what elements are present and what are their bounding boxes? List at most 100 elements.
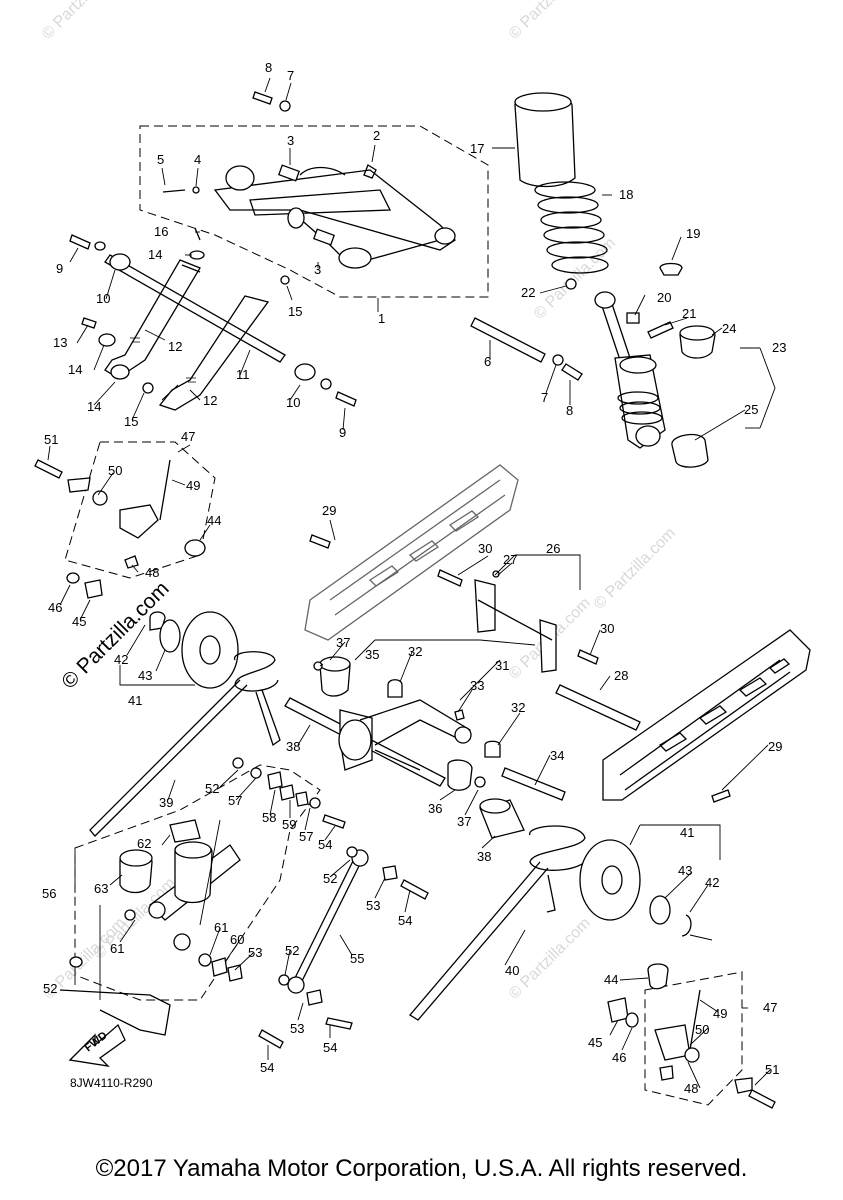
callout-50: 50	[108, 463, 122, 478]
callout-14: 14	[68, 362, 82, 377]
callout-49: 49	[186, 478, 200, 493]
callout-18: 18	[619, 187, 633, 202]
callout-59: 59	[282, 817, 296, 832]
callout-51b: 51	[765, 1062, 779, 1077]
callout-48b: 48	[684, 1081, 698, 1096]
watermark-text: © Partzilla.com	[591, 525, 679, 613]
callout-8b: 8	[566, 403, 573, 418]
callout-22: 22	[521, 285, 535, 300]
callout-24: 24	[722, 321, 736, 336]
torsion-spring-right	[409, 825, 589, 1021]
callout-12: 12	[168, 339, 182, 354]
callout-61: 61	[214, 920, 228, 935]
copyright-notice: ©2017 Yamaha Motor Corporation, U.S.A. A…	[95, 1155, 748, 1182]
callout-44b: 44	[604, 972, 618, 987]
watermark-main: © Partzilla.com	[57, 577, 173, 693]
shock-absorber	[514, 92, 776, 468]
callout-52b: 52	[323, 871, 337, 886]
callout-44: 44	[207, 513, 221, 528]
callout-53c: 53	[290, 1021, 304, 1036]
center-pivot-shaft	[284, 639, 566, 839]
callout-46b: 46	[612, 1050, 626, 1065]
watermark-text: © Partzilla.com	[506, 0, 594, 43]
diagram-code: 8JW4110-R290	[70, 1076, 153, 1090]
callout-37: 37	[336, 635, 350, 650]
callout-14b: 14	[87, 399, 101, 414]
callout-7: 7	[287, 68, 294, 83]
callout-45b: 45	[588, 1035, 602, 1050]
callout-38b: 38	[477, 849, 491, 864]
group-box-47	[64, 441, 216, 579]
callout-52: 52	[205, 781, 219, 796]
cross-shaft-assembly	[69, 227, 357, 411]
callout-2: 2	[373, 128, 380, 143]
callout-28: 28	[614, 668, 628, 683]
callout-32b: 32	[511, 700, 525, 715]
callout-13: 13	[53, 335, 67, 350]
group-box-56	[74, 764, 321, 1001]
idler-wheel-left	[119, 611, 239, 689]
callout-43: 43	[138, 668, 152, 683]
callout-54d: 54	[260, 1060, 274, 1075]
callout-6: 6	[484, 354, 491, 369]
callout-15b: 15	[288, 304, 302, 319]
callout-61b: 61	[110, 941, 124, 956]
callout-8: 8	[265, 60, 272, 75]
callout-40: 40	[505, 963, 519, 978]
callout-52c: 52	[285, 943, 299, 958]
callout-20: 20	[657, 290, 671, 305]
callout-7b: 7	[541, 390, 548, 405]
callout-63: 63	[94, 881, 108, 896]
callout-12b: 12	[203, 393, 217, 408]
callout-9: 9	[56, 261, 63, 276]
callout-47b: 47	[763, 1000, 777, 1015]
callout-33: 33	[470, 678, 484, 693]
callout-37b: 37	[457, 814, 471, 829]
rear-pivot-assembly	[607, 963, 776, 1109]
callout-31: 31	[495, 658, 509, 673]
callout-39: 39	[159, 795, 173, 810]
watermark-text: © Partzilla.com	[506, 915, 594, 1003]
callout-60: 60	[230, 932, 244, 947]
callout-29b: 29	[768, 739, 782, 754]
rear-arm-assembly	[139, 91, 583, 381]
callout-labels: 1 2 3 3 4 5 6 7 7 8 8 9 9 10 10 11 12 12…	[42, 60, 786, 1096]
callout-23: 23	[772, 340, 786, 355]
callout-34: 34	[550, 748, 564, 763]
callout-53: 53	[248, 945, 262, 960]
callout-48: 48	[145, 565, 159, 580]
callout-58: 58	[262, 810, 276, 825]
idler-wheel-right	[579, 824, 721, 941]
callout-54c: 54	[323, 1040, 337, 1055]
callout-21: 21	[682, 306, 696, 321]
group-box-47-right	[644, 971, 743, 1106]
callout-36: 36	[428, 801, 442, 816]
callout-53b: 53	[366, 898, 380, 913]
callout-41: 41	[128, 693, 142, 708]
fwd-arrow-icon: FWD	[68, 1023, 126, 1067]
callout-10b: 10	[286, 395, 300, 410]
callout-57: 57	[228, 793, 242, 808]
parts-diagram: © Partzilla.com © Partzilla.com © Partzi…	[34, 0, 811, 1109]
callout-51: 51	[44, 432, 58, 447]
callout-56: 56	[42, 886, 56, 901]
callout-46: 46	[48, 600, 62, 615]
callout-43b: 43	[678, 863, 692, 878]
callout-57b: 57	[299, 829, 313, 844]
callout-32: 32	[408, 644, 422, 659]
callout-3: 3	[287, 133, 294, 148]
callout-14c: 14	[148, 247, 162, 262]
callout-52d: 52	[43, 981, 57, 996]
callout-42b: 42	[705, 875, 719, 890]
callout-15: 15	[124, 414, 138, 429]
watermark-text: © Partzilla.com	[39, 0, 127, 43]
callout-35: 35	[365, 647, 379, 662]
callout-1: 1	[378, 311, 385, 326]
callout-30: 30	[478, 541, 492, 556]
side-frame-left	[304, 464, 519, 641]
callout-26: 26	[546, 541, 560, 556]
callout-54b: 54	[398, 913, 412, 928]
callout-27: 27	[503, 552, 517, 567]
callout-45: 45	[72, 614, 86, 629]
callout-42: 42	[114, 652, 128, 667]
